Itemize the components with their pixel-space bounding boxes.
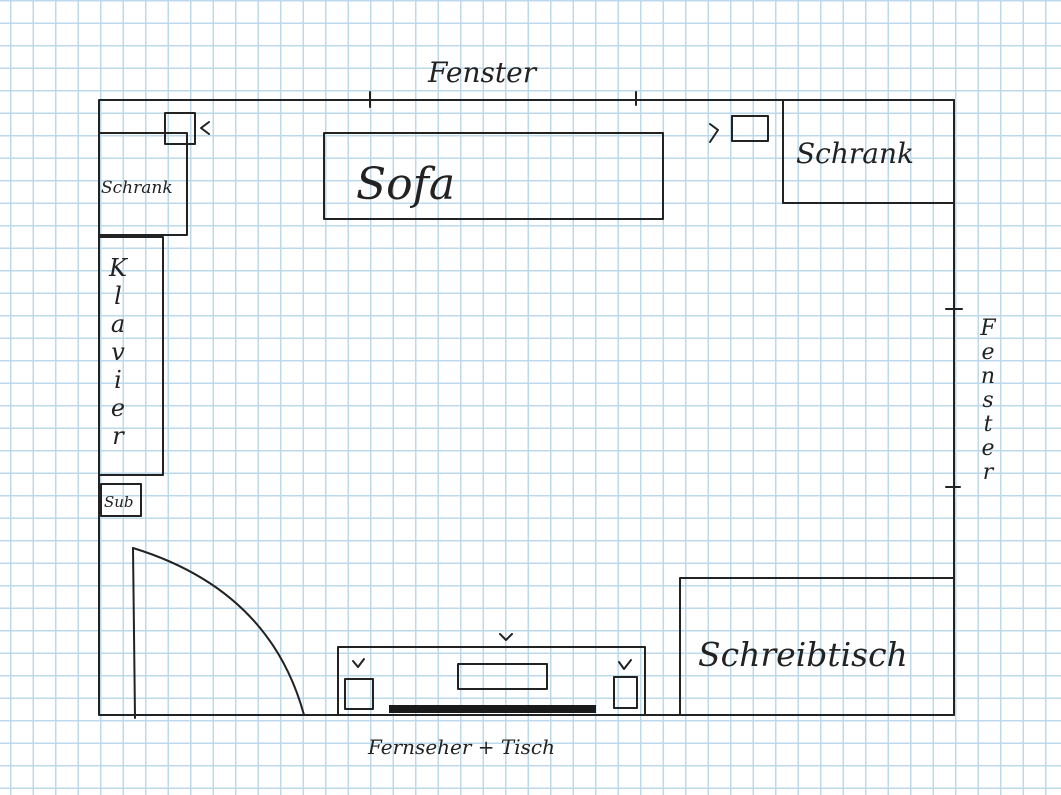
tv-bar [389,705,596,713]
cabinet-left-label: Schrank [101,178,173,198]
desk-outline [679,577,955,716]
window-top-label: Fenster [427,56,538,89]
speaker-top-left [164,112,196,145]
sofa-label: Sofa [356,159,455,210]
tv-center-speaker [457,663,548,690]
speaker-top-right-arrow [709,123,719,143]
door-swing-arc [132,547,305,716]
cabinet-right-outline [782,99,955,204]
door-leaf [132,547,136,719]
tv-left-speaker-arrow [352,658,365,668]
tv-table-outline [337,646,646,716]
tv-right-speaker [613,676,638,709]
room-outline [98,99,955,716]
tv-table-label: Fernseher + Tisch [367,735,555,759]
speaker-top-left-arrow [200,121,210,135]
subwoofer-label: Sub [104,493,134,511]
cabinet-right-label: Schrank [796,137,914,170]
piano-outline [98,236,164,476]
sofa-outline [323,132,664,220]
tv-right-speaker-arrow [618,659,632,670]
desk-label: Schreibtisch [698,635,908,674]
tv-center-arrow [499,633,513,641]
cabinet-left-outline [98,132,188,236]
tv-left-speaker [344,678,374,710]
speaker-top-right [731,115,769,142]
subwoofer-outline [100,483,142,517]
